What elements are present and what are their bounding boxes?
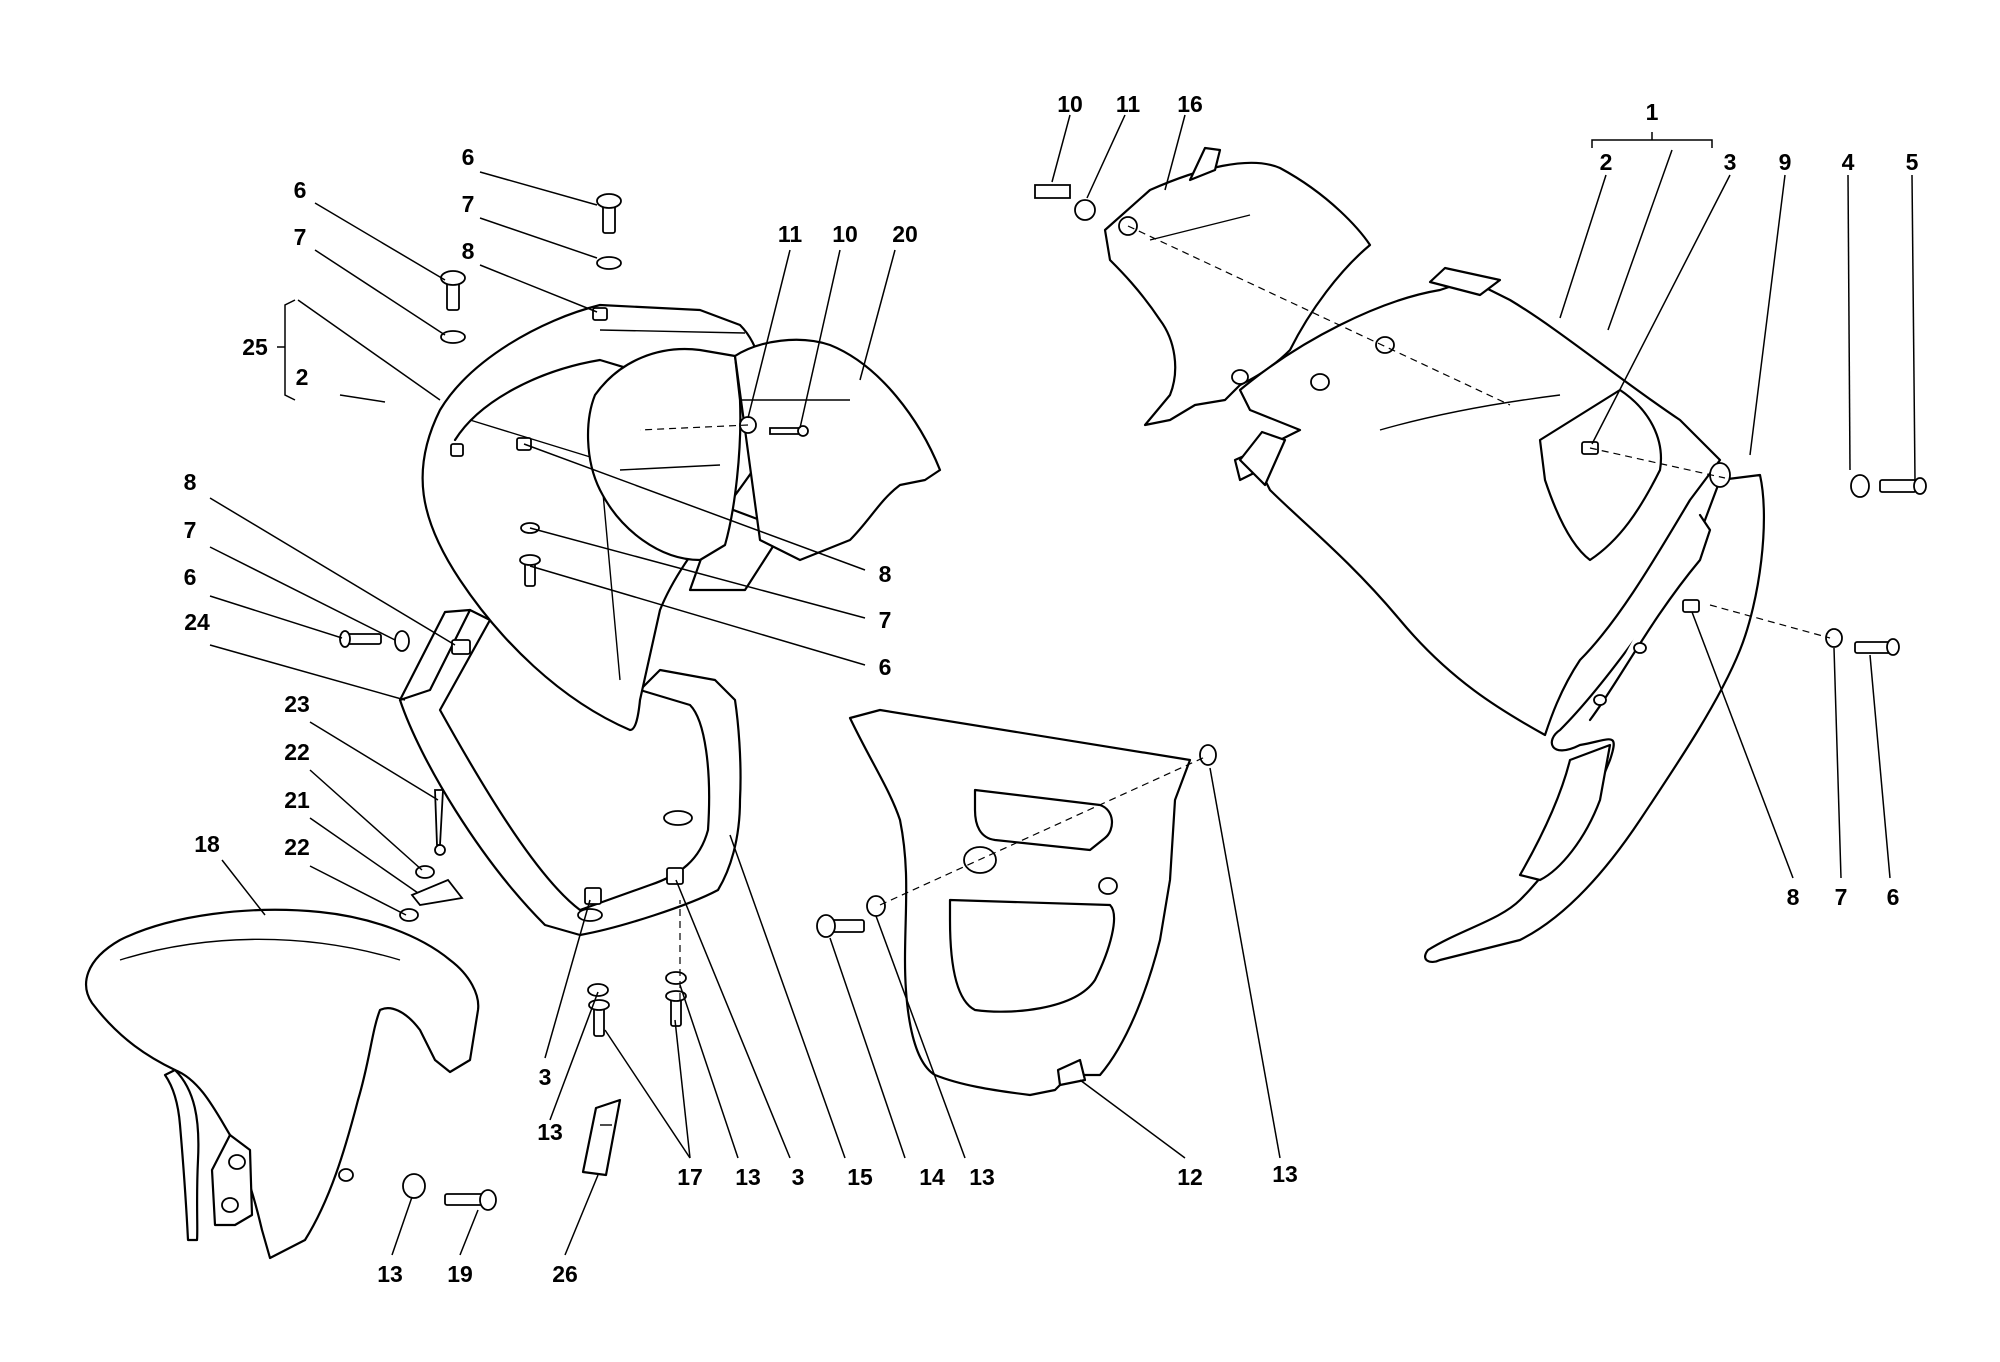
- callout-8: 8: [184, 469, 197, 495]
- badge-insert: [581, 1098, 622, 1177]
- callout-2: 2: [1600, 149, 1613, 175]
- callout-3: 3: [792, 1164, 805, 1190]
- callout-25: 25: [242, 334, 268, 360]
- callout-11: 11: [1116, 91, 1141, 117]
- callout-22: 22: [284, 739, 310, 765]
- callout-13: 13: [969, 1164, 995, 1190]
- right-side-fairing: [1233, 266, 1722, 737]
- callout-18: 18: [194, 831, 220, 857]
- callout-23: 23: [284, 691, 310, 717]
- callout-7: 7: [462, 191, 475, 217]
- upper-air-duct: [1103, 146, 1372, 427]
- callout-26: 26: [552, 1261, 578, 1287]
- callout-22: 22: [284, 834, 310, 860]
- callout-6: 6: [462, 144, 475, 170]
- callout-7: 7: [184, 517, 197, 543]
- callout-14: 14: [919, 1164, 945, 1190]
- callout-9: 9: [1779, 149, 1792, 175]
- callout-labels: 10 11 16 1 2 3 9 4 5 6 6 7 7 8 11 10 20 …: [184, 91, 1919, 1287]
- callout-1: 1: [1646, 99, 1659, 125]
- callout-7: 7: [1835, 884, 1848, 910]
- callout-6: 6: [1887, 884, 1900, 910]
- callout-8: 8: [879, 561, 892, 587]
- callout-6: 6: [184, 564, 197, 590]
- callout-13: 13: [735, 1164, 761, 1190]
- callout-7: 7: [879, 607, 892, 633]
- fastener-hardware: [339, 184, 1927, 1211]
- lower-fairing: [1424, 473, 1766, 964]
- callout-10: 10: [832, 221, 858, 247]
- callout-2: 2: [296, 364, 309, 390]
- callout-20: 20: [892, 221, 918, 247]
- leader-lines: [209, 114, 1916, 1256]
- callout-13: 13: [537, 1119, 563, 1145]
- callout-12: 12: [1177, 1164, 1203, 1190]
- callout-8: 8: [1787, 884, 1800, 910]
- callout-3: 3: [1724, 149, 1737, 175]
- callout-6: 6: [294, 177, 307, 203]
- callout-17: 17: [677, 1164, 703, 1190]
- callout-6: 6: [879, 654, 892, 680]
- callout-13: 13: [1272, 1161, 1298, 1187]
- callout-7: 7: [294, 224, 307, 250]
- callout-13: 13: [377, 1261, 403, 1287]
- front-mudguard: [85, 908, 480, 1260]
- callout-8: 8: [462, 238, 475, 264]
- callout-15: 15: [847, 1164, 873, 1190]
- callout-4: 4: [1842, 149, 1855, 175]
- callout-21: 21: [284, 787, 310, 813]
- fairing-stay-bracket: [398, 608, 742, 937]
- callout-19: 19: [447, 1261, 473, 1287]
- callout-10: 10: [1057, 91, 1083, 117]
- callout-5: 5: [1906, 149, 1919, 175]
- callout-24: 24: [184, 609, 210, 635]
- callout-11: 11: [778, 221, 803, 247]
- headlight-inner-cover: [586, 338, 942, 562]
- side-cover-panel: [848, 708, 1192, 1097]
- alignment-lines: [639, 225, 1831, 1000]
- callout-3: 3: [539, 1064, 552, 1090]
- callout-16: 16: [1177, 91, 1203, 117]
